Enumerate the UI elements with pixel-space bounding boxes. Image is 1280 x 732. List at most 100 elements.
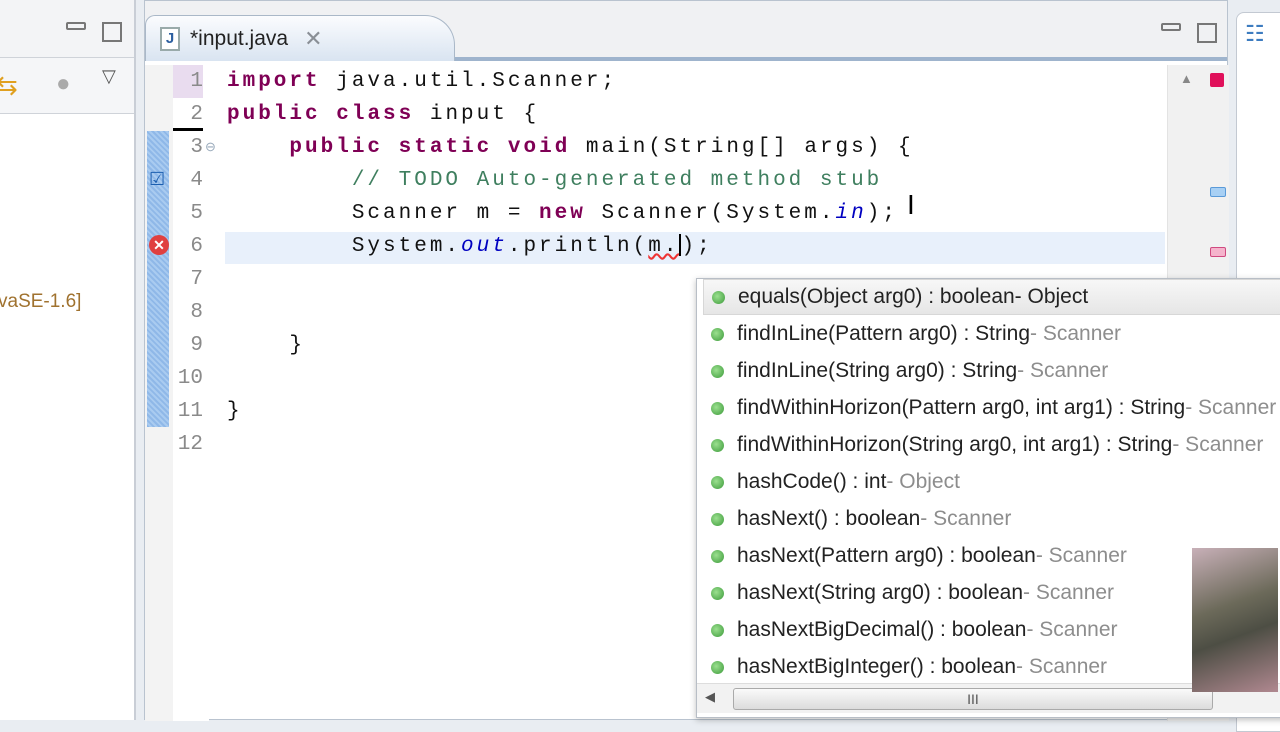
proposal-signature: hasNext() : boolean: [737, 507, 921, 530]
proposal-item[interactable]: hasNext(String arg0) : boolean - Scanner: [703, 575, 1280, 611]
keyword: new: [539, 202, 586, 225]
proposal-item[interactable]: hasNextBigInteger() : boolean - Scanner: [703, 649, 1280, 685]
proposal-item[interactable]: hasNext(Pattern arg0) : boolean - Scanne…: [703, 538, 1280, 574]
public-method-icon: [711, 401, 724, 415]
outline-icon[interactable]: ☷: [1245, 21, 1265, 46]
line-number: 11: [177, 400, 203, 423]
editor-tabbar: J *input.java ✕: [145, 1, 1227, 61]
public-method-icon: [711, 660, 724, 674]
line-number: 3: [190, 136, 203, 159]
scrollbar-thumb[interactable]: III: [733, 688, 1213, 710]
proposal-declaring-type: - Object: [886, 470, 960, 493]
code-text: main(String[] args) {: [570, 136, 914, 159]
error-summary-icon[interactable]: [1210, 73, 1224, 87]
code-text: input {: [414, 103, 540, 126]
line-number: 7: [190, 268, 203, 291]
editor-minimize-button[interactable]: [1161, 23, 1181, 31]
proposal-item[interactable]: findWithinHorizon(Pattern arg0, int arg1…: [703, 390, 1280, 426]
proposal-item[interactable]: findWithinHorizon(String arg0, int arg1)…: [703, 427, 1280, 463]
content-assist-popup[interactable]: equals(Object arg0) : boolean - Object f…: [696, 278, 1280, 718]
public-method-icon: [711, 327, 724, 341]
proposal-declaring-type: - Scanner: [1026, 618, 1118, 641]
proposal-declaring-type: - Scanner: [920, 507, 1012, 530]
code-line: public class input {: [227, 98, 539, 131]
line-number: 12: [177, 433, 203, 456]
code-text: Scanner(System.: [585, 202, 836, 225]
public-method-icon: [711, 438, 724, 452]
code-line: }: [227, 400, 243, 423]
vertical-ruler: ☑ ✕: [145, 65, 173, 721]
proposal-declaring-type: - Scanner: [1023, 581, 1115, 604]
keyword: public: [227, 103, 321, 126]
public-method-icon: [711, 512, 724, 526]
public-method-icon: [711, 623, 724, 637]
indent: [227, 136, 289, 159]
public-method-icon: [711, 475, 724, 489]
text-caret: [679, 234, 682, 257]
line-number: 9: [190, 334, 203, 357]
keyword: import: [227, 70, 321, 93]
code-line: }: [227, 334, 306, 357]
proposal-item[interactable]: hasNext() : boolean - Scanner: [703, 501, 1280, 537]
proposal-signature: hashCode() : int: [737, 470, 887, 493]
jre-library-label[interactable]: vaSE-1.6]: [0, 291, 82, 312]
keyword: void: [507, 136, 571, 159]
keyword: class: [336, 103, 415, 126]
code-text: );: [866, 202, 898, 225]
link-editor-icon[interactable]: ⇆: [0, 70, 18, 100]
code-line: import java.util.Scanner;: [227, 65, 617, 98]
line-number: 6: [190, 235, 203, 258]
proposal-signature: findInLine(String arg0) : String: [737, 359, 1018, 382]
proposal-signature: equals(Object arg0) : boolean: [738, 285, 1015, 308]
public-method-icon: [711, 549, 724, 563]
code-text: java.util.Scanner;: [320, 70, 618, 93]
close-tab-icon[interactable]: ✕: [304, 25, 323, 51]
panel-toolbar: ⇆ ● ▽: [0, 58, 134, 114]
tab-input-java[interactable]: J *input.java ✕: [145, 15, 455, 61]
proposal-declaring-type: - Scanner: [1185, 396, 1277, 419]
error-icon[interactable]: ✕: [149, 235, 169, 255]
change-range-marker: [147, 131, 169, 427]
line-number: 1: [173, 65, 203, 98]
static-field: in: [835, 202, 867, 225]
filter-icon[interactable]: ●: [56, 70, 71, 97]
proposal-declaring-type: - Scanner: [1016, 655, 1108, 678]
horizontal-scrollbar[interactable]: ◀ III: [697, 683, 1280, 713]
proposal-signature: hasNextBigDecimal() : boolean: [737, 618, 1027, 641]
package-explorer-panel: ⇆ ● ▽ vaSE-1.6]: [0, 0, 136, 720]
proposal-signature: findWithinHorizon(String arg0, int arg1)…: [737, 433, 1173, 456]
webcam-overlay-image: [1192, 548, 1278, 692]
line-number-gutter: [173, 65, 209, 721]
error-squiggle-text: m.: [648, 235, 680, 258]
proposal-item[interactable]: hashCode() : int - Object: [703, 464, 1280, 500]
java-file-icon: J: [160, 26, 180, 51]
proposal-declaring-type: - Scanner: [1030, 322, 1122, 345]
scroll-up-arrow-icon[interactable]: ▲: [1180, 71, 1193, 86]
panel-header: [0, 0, 134, 58]
proposal-item[interactable]: findInLine(String arg0) : String - Scann…: [703, 353, 1280, 389]
tab-title: *input.java: [190, 26, 289, 50]
minimize-button[interactable]: [66, 22, 86, 30]
proposal-signature: hasNext(String arg0) : boolean: [737, 581, 1023, 604]
current-line-highlight: [225, 232, 1165, 264]
code-line: System.out.println(m.);: [227, 230, 713, 263]
code-line: public static void main(String[] args) {: [227, 131, 914, 164]
task-marker[interactable]: [1210, 187, 1226, 197]
proposal-item[interactable]: hasNextBigDecimal() : boolean - Scanner: [703, 612, 1280, 648]
error-marker[interactable]: [1210, 247, 1226, 257]
scroll-left-arrow-icon[interactable]: ◀: [705, 689, 715, 704]
fold-collapse-icon[interactable]: ⊖: [205, 139, 216, 154]
line-number: 10: [177, 367, 203, 390]
proposal-item[interactable]: findInLine(Pattern arg0) : String - Scan…: [703, 316, 1280, 352]
task-icon: ☑: [149, 169, 166, 189]
maximize-button[interactable]: [102, 22, 122, 42]
editor-maximize-button[interactable]: [1197, 23, 1217, 43]
public-method-icon: [711, 364, 724, 378]
comment-line: // TODO Auto-generated method stub: [227, 169, 883, 192]
code-text: );: [681, 235, 713, 258]
proposal-declaring-type: - Scanner: [1035, 544, 1127, 567]
view-menu-icon[interactable]: ▽: [102, 66, 116, 86]
proposal-declaring-type: - Scanner: [1017, 359, 1109, 382]
line-number: 5: [190, 202, 203, 225]
proposal-item[interactable]: equals(Object arg0) : boolean - Object: [703, 279, 1280, 315]
